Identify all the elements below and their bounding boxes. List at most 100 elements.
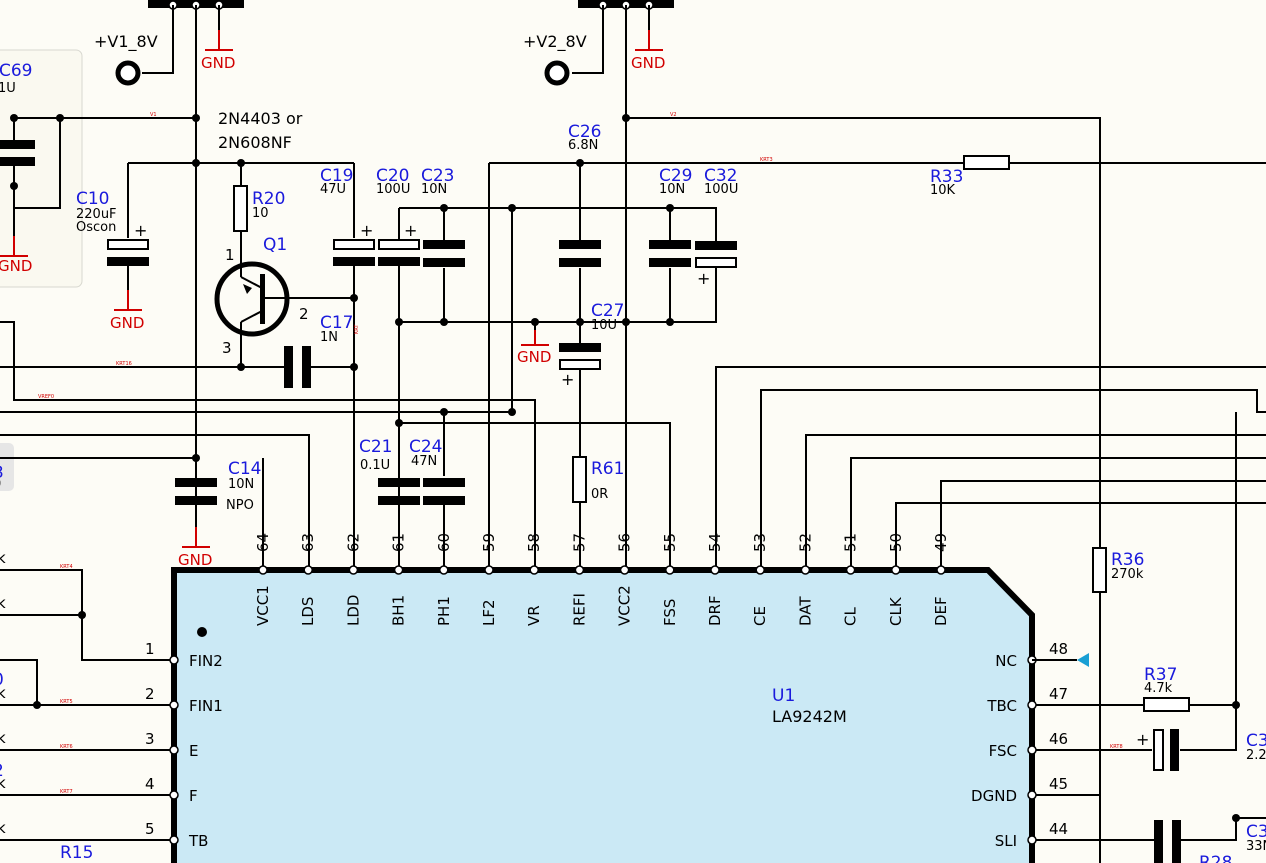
svg-text:+: + xyxy=(697,269,710,288)
svg-text:V2: V2 xyxy=(670,112,677,118)
pin-number: 54 xyxy=(706,533,724,552)
svg-text:10K: 10K xyxy=(930,183,956,198)
pin-name: VCC1 xyxy=(254,585,272,626)
pin-name: LDS xyxy=(299,597,317,626)
junction-dots xyxy=(10,114,1240,822)
svg-text:C21: C21 xyxy=(359,437,393,457)
capacitor-c24 xyxy=(423,478,465,505)
gnd-symbol-6: GND xyxy=(178,527,212,569)
capacitor-c3b xyxy=(1154,820,1181,863)
pin-name: NC xyxy=(995,652,1017,670)
capacitor-c14 xyxy=(175,478,217,505)
svg-text:0R: 0R xyxy=(591,487,608,502)
power-terminal-v2: +V2_8V xyxy=(523,32,587,86)
pin-name: VCC2 xyxy=(616,585,634,626)
c69-panel xyxy=(0,49,83,288)
svg-text:GND: GND xyxy=(631,54,665,72)
labels: C69 1U C10 220uF Oscon R20 10 C19 47U C2… xyxy=(0,61,1266,863)
capacitor-c19: + xyxy=(333,221,375,266)
resistor-r20 xyxy=(233,185,248,232)
svg-text:270k: 270k xyxy=(1111,567,1144,582)
pin-name: DRF xyxy=(706,595,724,626)
svg-text:R28: R28 xyxy=(1199,853,1232,863)
svg-text:R61: R61 xyxy=(591,459,624,479)
resistor-r36 xyxy=(1092,547,1107,593)
pin-name: TB xyxy=(188,832,208,850)
capacitor-c26 xyxy=(559,240,601,267)
pin-number: 63 xyxy=(299,533,317,552)
pin-number: 61 xyxy=(390,533,408,552)
pin-name: BH1 xyxy=(390,595,408,626)
pin-number: 4 xyxy=(145,775,155,793)
svg-text:k: k xyxy=(0,549,6,567)
capacitor-c21 xyxy=(378,478,420,505)
svg-text:GND: GND xyxy=(517,348,551,366)
svg-text:KRT8: KRT8 xyxy=(1110,744,1123,750)
edge-panel xyxy=(0,443,14,491)
q1-part: 2N4403 or xyxy=(218,109,303,128)
svg-text:C26: C26 xyxy=(568,122,602,142)
pin-name: DEF xyxy=(932,596,950,626)
svg-text:GND: GND xyxy=(178,551,212,569)
svg-text:1: 1 xyxy=(225,246,235,264)
ic-pin-3: 3E xyxy=(145,730,198,760)
gnd-symbol-5: GND xyxy=(517,330,551,366)
pin-number: 48 xyxy=(1049,640,1068,658)
ic-ref: U1 xyxy=(772,686,795,706)
svg-text:10N: 10N xyxy=(421,182,447,197)
svg-text:4.7k: 4.7k xyxy=(1144,681,1173,696)
pin-name: CLK xyxy=(887,596,905,626)
pin-name: LF2 xyxy=(480,599,498,626)
svg-text:+: + xyxy=(360,221,373,240)
pin-name: E xyxy=(189,742,198,760)
svg-text:+: + xyxy=(404,221,417,240)
pin-number: 59 xyxy=(480,533,498,552)
capacitor-c29 xyxy=(649,240,691,267)
pin-number: 50 xyxy=(887,533,905,552)
edge-labels: 3 0 k k 0 k k 2 k k xyxy=(0,463,6,837)
svg-text:GND: GND xyxy=(110,314,144,332)
gnd-symbol-2: GND xyxy=(631,30,665,72)
svg-text:C27: C27 xyxy=(591,301,625,321)
svg-text:1N: 1N xyxy=(320,330,338,345)
svg-text:NPO: NPO xyxy=(226,498,254,513)
pin-name: SLI xyxy=(995,832,1017,850)
pin-number: 2 xyxy=(145,685,155,703)
svg-text:C29: C29 xyxy=(659,166,693,186)
pin-number: 53 xyxy=(751,533,769,552)
capacitor-c69 xyxy=(0,140,35,166)
svg-text:C20: C20 xyxy=(376,166,410,186)
svg-text:Oscon: Oscon xyxy=(76,220,116,235)
svg-text:k: k xyxy=(0,774,6,792)
svg-text:10N: 10N xyxy=(659,182,685,197)
svg-text:+: + xyxy=(134,221,147,240)
pin-name: DAT xyxy=(796,596,814,626)
svg-text:GND: GND xyxy=(201,54,235,72)
svg-text:2: 2 xyxy=(0,761,4,781)
pin-name: CE xyxy=(751,606,769,626)
pin-number: 58 xyxy=(525,533,543,552)
svg-text:6.8N: 6.8N xyxy=(568,138,598,153)
q1-ref: Q1 xyxy=(263,235,287,255)
pin-name: LDD xyxy=(344,595,362,626)
svg-text:C23: C23 xyxy=(421,166,455,186)
svg-text:0: 0 xyxy=(0,477,1,492)
pin-number: 56 xyxy=(616,533,634,552)
capacitor-c23 xyxy=(423,240,465,267)
svg-text:KRT16: KRT16 xyxy=(116,361,132,367)
svg-text:100U: 100U xyxy=(704,182,738,197)
svg-text:GND: GND xyxy=(0,257,32,275)
svg-text:KRT7: KRT7 xyxy=(60,789,73,795)
